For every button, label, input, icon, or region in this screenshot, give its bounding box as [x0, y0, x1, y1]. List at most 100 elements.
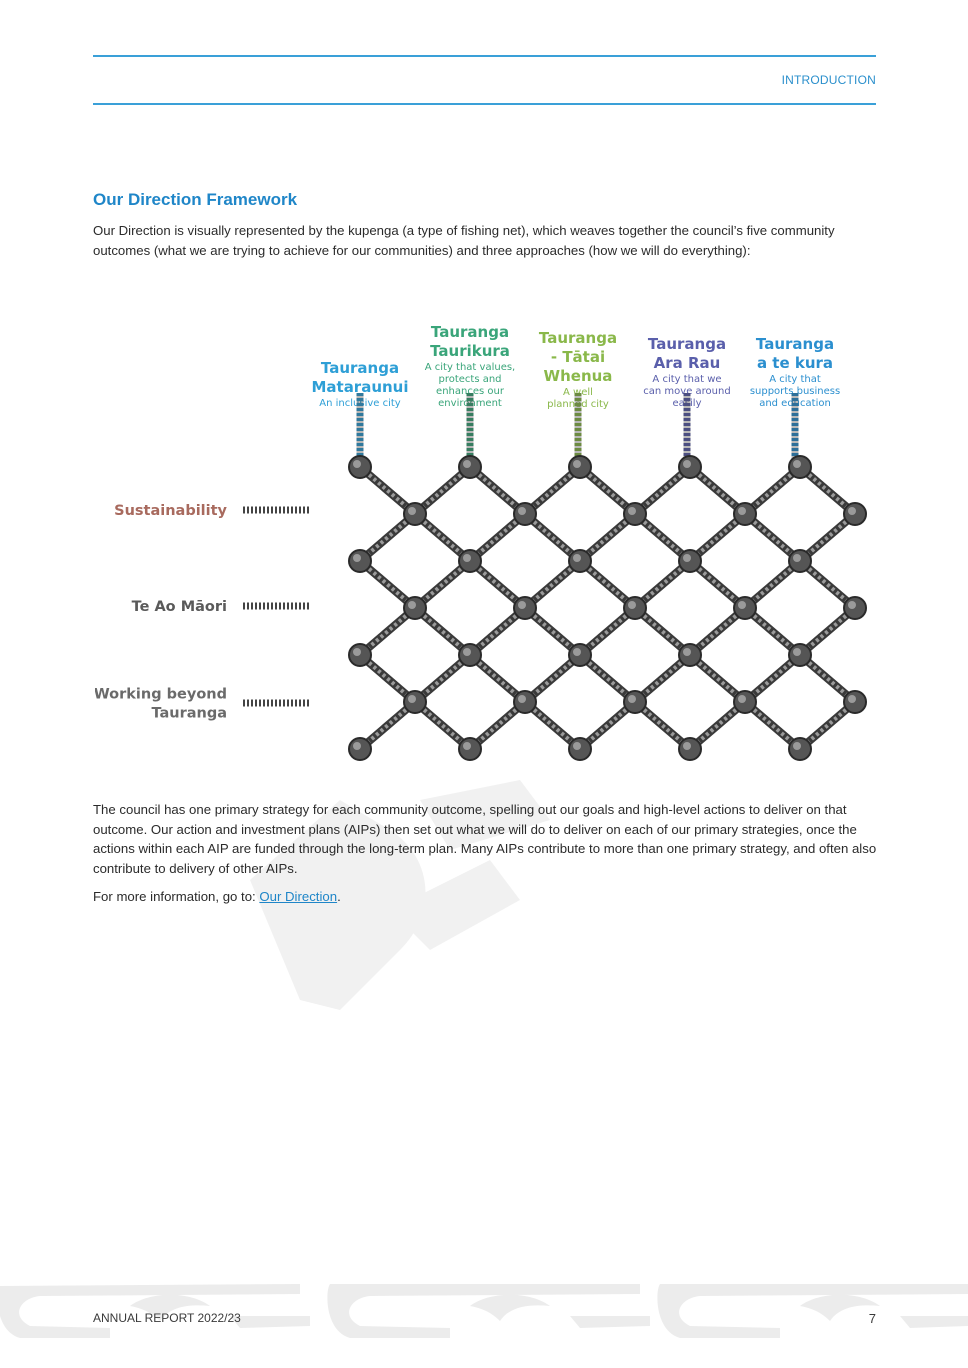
net-strand-twist — [358, 465, 417, 516]
net-strand-twist — [468, 606, 527, 657]
net-knot — [788, 549, 812, 573]
net-knot — [348, 455, 372, 479]
outcome-description: A city that values, — [425, 362, 516, 373]
outcome-title: Taurikura — [430, 342, 510, 360]
outcome-title: a te kura — [757, 354, 833, 372]
outcome-title: Whenua — [544, 367, 613, 385]
strategy-paragraph: The council has one primary strategy for… — [93, 802, 877, 876]
net-strand-twist — [523, 653, 582, 704]
outcome-title: Tauranga — [539, 329, 617, 347]
outcome-description: supports business — [750, 386, 840, 397]
net-knot — [678, 455, 702, 479]
net-knot — [788, 455, 812, 479]
net-knot-highlight — [793, 554, 801, 562]
net-strand-twist — [578, 465, 637, 516]
net-strand-twist — [633, 653, 692, 704]
net-strand-twist — [523, 606, 582, 657]
net-strand-twist — [633, 465, 692, 516]
net-knot-highlight — [683, 460, 691, 468]
net-knot-highlight — [353, 460, 361, 468]
net-strand-twist — [468, 700, 527, 751]
net-knot — [678, 643, 702, 667]
net-strand-twist — [688, 465, 747, 516]
net-strand-twist — [358, 606, 417, 657]
net-strand-twist — [633, 700, 692, 751]
net-knot — [843, 596, 867, 620]
net-knot-highlight — [628, 695, 636, 703]
net-strand-twist — [468, 465, 527, 516]
footer-pattern — [0, 1284, 968, 1338]
net-knot-highlight — [353, 648, 361, 656]
net-strand-twist — [523, 700, 582, 751]
net-knot — [458, 455, 482, 479]
net-strand-twist — [578, 606, 637, 657]
net-strand-twist — [633, 559, 692, 610]
our-direction-link[interactable]: Our Direction — [259, 889, 338, 904]
net-knot — [623, 502, 647, 526]
net-strand-twist — [798, 653, 857, 704]
net-knot — [788, 643, 812, 667]
net-strand-twist — [688, 606, 747, 657]
net-strand-twist — [358, 512, 417, 563]
net-strand-twist — [358, 653, 417, 704]
header-rule-top — [93, 55, 876, 57]
net-strand-twist — [468, 512, 527, 563]
net-strand-twist — [523, 559, 582, 610]
net-knot — [678, 549, 702, 573]
net-strand-twist — [468, 653, 527, 704]
net-strand-twist — [743, 512, 802, 563]
net-strand-twist — [413, 512, 472, 563]
header-rule-bottom — [93, 103, 876, 105]
net-strand-twist — [798, 465, 857, 516]
net-knot-highlight — [628, 601, 636, 609]
net-strand-twist — [688, 512, 747, 563]
net-strand-twist — [743, 700, 802, 751]
net-strand-twist — [578, 512, 637, 563]
net-knot-highlight — [683, 554, 691, 562]
net-strand-twist — [798, 700, 857, 751]
net-knot — [513, 690, 537, 714]
net-knot — [458, 737, 482, 761]
net-strand-twist — [523, 512, 582, 563]
net-strand-twist — [743, 606, 802, 657]
outcome-title: Ara Rau — [654, 354, 721, 372]
net-strand-twist — [798, 559, 857, 610]
net-knot-highlight — [573, 460, 581, 468]
net-strand-twist — [578, 653, 637, 704]
net-strand-twist — [633, 512, 692, 563]
net-knot-highlight — [738, 601, 746, 609]
net-knot-highlight — [353, 742, 361, 750]
outcome-description: A city that we — [652, 374, 721, 385]
net-knot — [568, 549, 592, 573]
net-knot-highlight — [793, 742, 801, 750]
net-strand-twist — [633, 606, 692, 657]
net-strand-twist — [468, 559, 527, 610]
net-knot — [678, 737, 702, 761]
net-strand-twist — [578, 700, 637, 751]
net-knot-highlight — [463, 648, 471, 656]
net-strand-twist — [413, 606, 472, 657]
net-knot — [403, 596, 427, 620]
net-strand-twist — [798, 512, 857, 563]
net-knot-highlight — [683, 742, 691, 750]
outcome-title: Tauranga — [648, 335, 726, 353]
net-knot-highlight — [463, 460, 471, 468]
net-strand-twist — [743, 653, 802, 704]
net-knot-highlight — [408, 695, 416, 703]
more-info-suffix: . — [337, 889, 341, 904]
net-knot — [403, 502, 427, 526]
net-knot-highlight — [518, 695, 526, 703]
net-knot — [348, 549, 372, 573]
net-strand-twist — [688, 559, 747, 610]
net-knot-highlight — [518, 601, 526, 609]
net-knot-highlight — [848, 695, 856, 703]
net-strand-twist — [688, 700, 747, 751]
net-knot-highlight — [848, 507, 856, 515]
net-knot — [568, 737, 592, 761]
net-knots — [348, 455, 867, 761]
net-knot-highlight — [793, 648, 801, 656]
net-knot-highlight — [408, 601, 416, 609]
more-info-prefix: For more information, go to: — [93, 889, 260, 904]
net-knot-highlight — [848, 601, 856, 609]
